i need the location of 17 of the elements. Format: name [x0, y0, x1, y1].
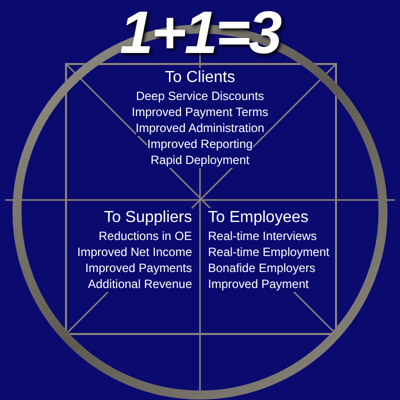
benefit-item: Real-time Employment — [208, 244, 330, 260]
benefit-item: Improved Payment Terms — [132, 104, 268, 120]
section-heading: To Employees — [208, 208, 308, 228]
benefit-item: Deep Service Discounts — [136, 88, 264, 104]
title: 1+1=3 — [118, 0, 282, 68]
section-heading: To Clients — [164, 68, 236, 88]
benefit-item: Real-time Interviews — [208, 228, 317, 244]
benefit-item: Improved Payments — [85, 260, 192, 276]
benefit-item: Improved Reporting — [147, 136, 253, 152]
benefit-item: Bonafide Employers — [208, 260, 316, 276]
benefit-item: Improved Payment — [208, 276, 309, 292]
section-heading: To Suppliers — [104, 208, 192, 228]
benefit-item: Improved Net Income — [77, 244, 192, 260]
benefit-item: Reductions in OE — [98, 228, 192, 244]
benefit-item: Rapid Deployment — [150, 152, 250, 168]
benefit-item: Improved Administration — [136, 120, 264, 136]
benefit-item: Additional Revenue — [88, 276, 192, 292]
